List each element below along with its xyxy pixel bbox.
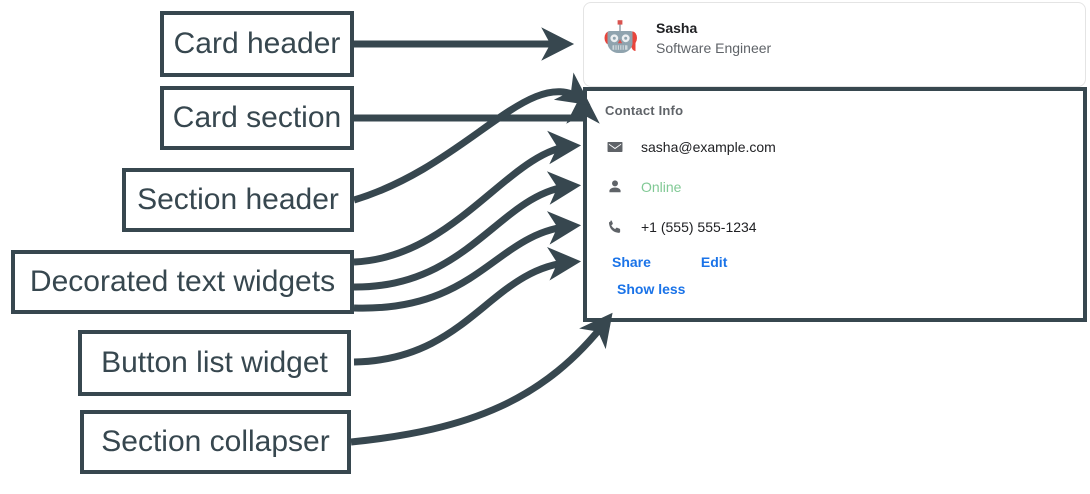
decorated-text-widget-email: sasha@example.com (605, 127, 1079, 167)
callout-button-list-widget: Button list widget (78, 330, 351, 396)
decorated-text-widget-status: Online (605, 167, 1079, 207)
callout-card-header: Card header (160, 11, 354, 77)
share-button[interactable]: Share (612, 254, 651, 270)
arrow-text-widget-phone (353, 211, 582, 312)
phone-value: +1 (555) 555-1234 (641, 219, 757, 235)
status-value: Online (641, 179, 682, 195)
person-icon (605, 177, 625, 197)
callout-section-header: Section header (122, 168, 354, 232)
callout-card-section: Card section (160, 86, 354, 150)
callout-label: Section collapser (101, 425, 330, 458)
callout-label: Card header (173, 27, 341, 60)
arrow-section-header (352, 72, 591, 204)
profile-card: Sasha Software Engineer (583, 2, 1086, 87)
card-header-text: Sasha Software Engineer (656, 19, 771, 59)
arrow-text-widget-email (353, 130, 582, 266)
button-list-widget: Share Edit (612, 247, 1079, 277)
callout-label: Card section (172, 101, 342, 134)
arrow-text-widget-status (353, 171, 582, 291)
card-section: Contact Info sasha@example.com Online (583, 87, 1087, 322)
arrow-section-collapser (350, 312, 613, 446)
email-value: sasha@example.com (641, 139, 776, 155)
email-icon (605, 137, 625, 157)
phone-icon (605, 217, 625, 237)
decorated-text-widget-phone: +1 (555) 555-1234 (605, 207, 1079, 247)
section-header: Contact Info (605, 103, 684, 118)
callout-label: Button list widget (101, 346, 328, 379)
card-subtitle: Software Engineer (656, 40, 772, 56)
callout-label: Section header (137, 183, 339, 216)
robot-avatar-icon (598, 17, 642, 61)
callout-section-collapser: Section collapser (80, 410, 351, 474)
callout-decorated-text-widgets: Decorated text widgets (11, 250, 354, 314)
edit-button[interactable]: Edit (700, 254, 728, 270)
arrow-card-section (354, 90, 600, 124)
arrow-button-list-widget (353, 247, 582, 366)
callout-label: Decorated text widgets (29, 265, 336, 298)
section-collapser-button[interactable]: Show less (617, 281, 686, 297)
card-title: Sasha (656, 20, 698, 36)
card-header: Sasha Software Engineer (584, 3, 1085, 61)
